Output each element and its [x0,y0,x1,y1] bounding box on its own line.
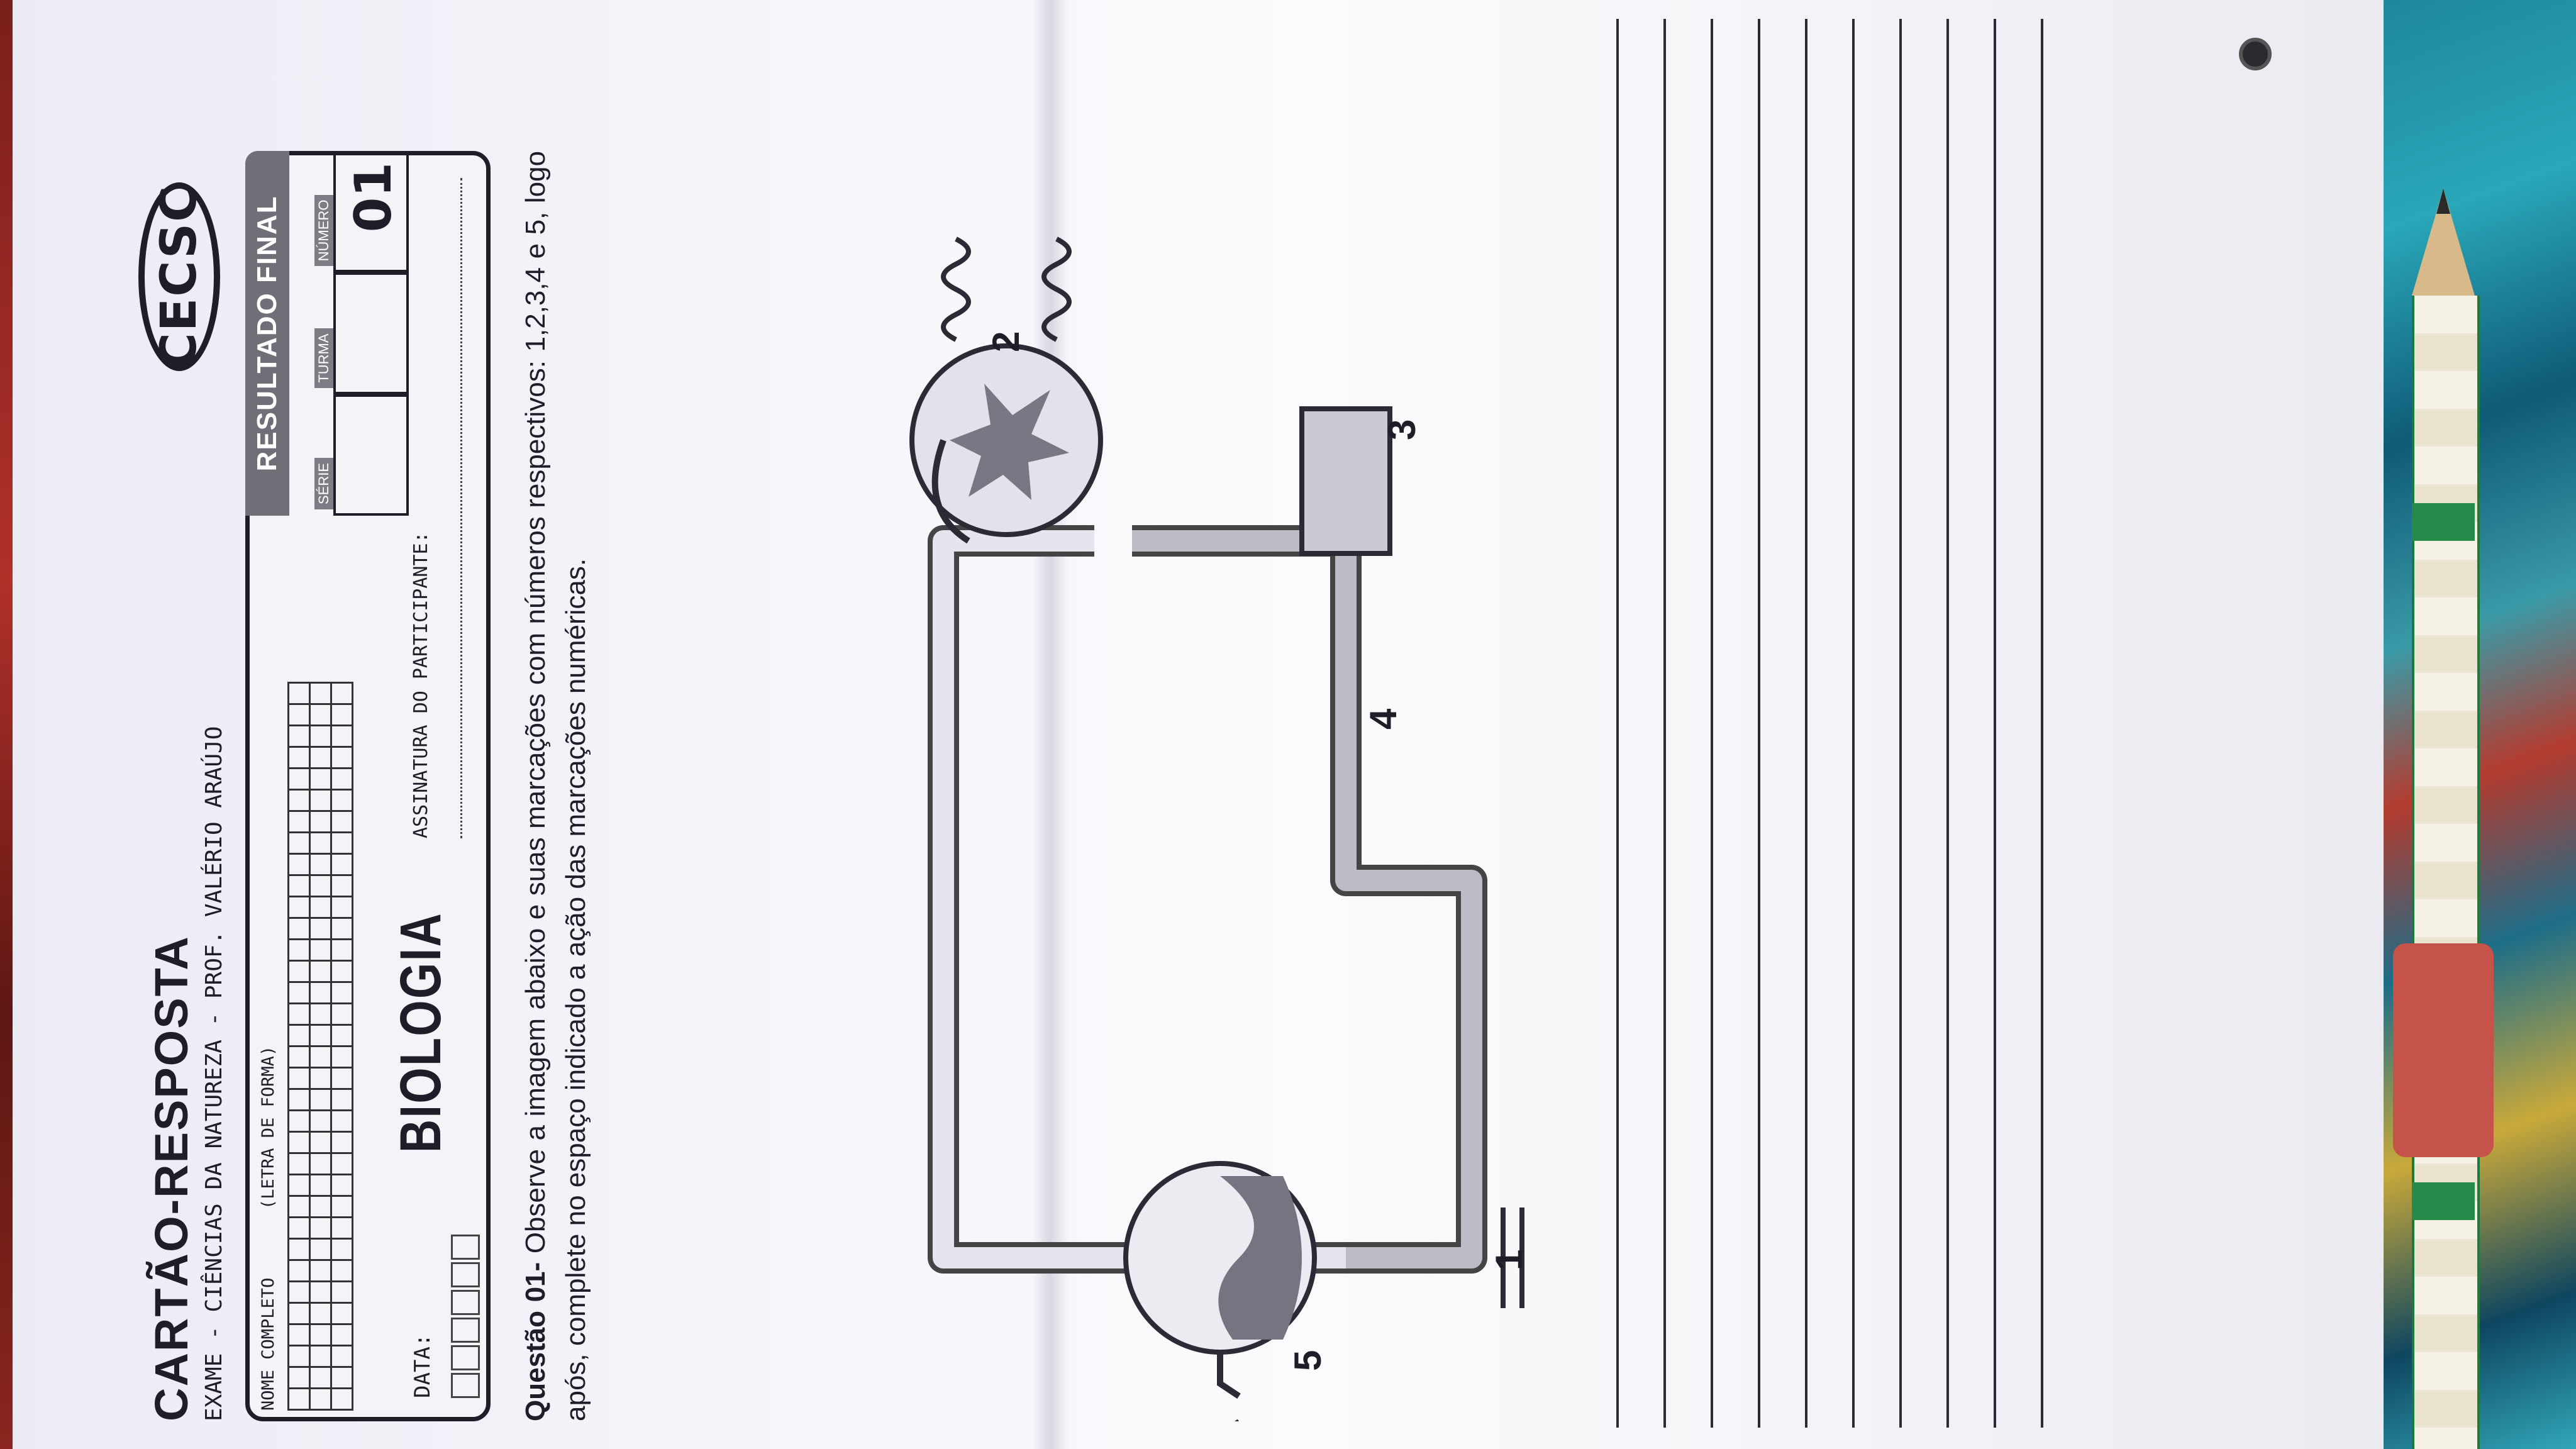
tube-outer [928,525,1346,1274]
tube-inner [933,530,1346,1269]
signature-label: ASSINATURA DO PARTICIPANTE: [410,531,432,838]
pencil-band [2412,1182,2475,1220]
serie-label: SÉRIE [314,457,333,509]
eraser [2393,943,2494,1157]
answer-line[interactable] [1899,19,1902,1428]
question-prefix: Questão 01- [520,1262,551,1421]
school-logo: CECSC [138,182,220,371]
numero-value: 01 [344,162,402,233]
label-5: 5 [1287,1350,1329,1371]
answer-line[interactable] [1946,19,1949,1428]
numero-label: NÚMERO [314,194,333,267]
label-3: 3 [1381,419,1423,440]
answer-line[interactable] [1758,19,1760,1428]
answer-line[interactable] [2041,19,2043,1428]
binder-ring [2239,38,2272,70]
answer-line[interactable] [1805,19,1807,1428]
name-label: NOME COMPLETO [258,1277,278,1411]
label-2: 2 [985,331,1027,352]
electrode-upper [941,236,971,342]
pencil-lead [2436,189,2450,214]
exam-subtitle: EXAME - CIÊNCIAS DA NATUREZA - PROF. VAL… [201,726,227,1421]
label-4: 4 [1362,708,1404,730]
question-text: Questão 01- Observe a imagem abaixo e su… [516,151,596,1421]
miller-experiment-diagram: 1 2 3 4 5 [909,236,1530,1421]
flask-water [1218,1176,1302,1340]
electric-spark [950,384,1069,500]
question-body: Observe a imagem abaixo e suas marcações… [520,151,591,1421]
answer-line[interactable] [1711,19,1713,1428]
pencil-band [2412,503,2475,541]
serie-cell[interactable]: SÉRIE [314,394,409,516]
answer-line[interactable] [1852,19,1855,1428]
tube-lower-inner [1132,530,1482,1269]
tube-lower-outer [1132,525,1487,1274]
subject-name: BIOLOGIA [389,911,453,1153]
page-content: CECSC CARTÃO-RESPOSTA EXAME - CIÊNCIAS D… [138,38,1962,1421]
label-1: 1 [1488,1250,1530,1270]
pencil [2412,296,2480,1449]
turma-label: TURMA [314,328,333,388]
result-title: RESULTADO FINAL [245,151,289,516]
answer-line[interactable] [1994,19,1996,1428]
name-hint: (LETRA DE FORMA) [258,1045,278,1209]
date-label: DATA: [410,1333,435,1398]
turma-cell[interactable]: TURMA [314,272,409,394]
page-title: CARTÃO-RESPOSTA [145,935,197,1421]
answer-line[interactable] [1616,19,1619,1428]
numero-cell[interactable]: NÚMERO 01 [314,151,409,273]
answer-line[interactable] [1663,19,1666,1428]
condenser [1299,406,1392,556]
date-boxes[interactable] [451,1232,480,1398]
name-grid[interactable] [287,682,353,1411]
result-box: RESULTADO FINAL SÉRIE TURMA NÚMERO 01 [245,151,491,516]
electrode-lower [1041,236,1072,342]
